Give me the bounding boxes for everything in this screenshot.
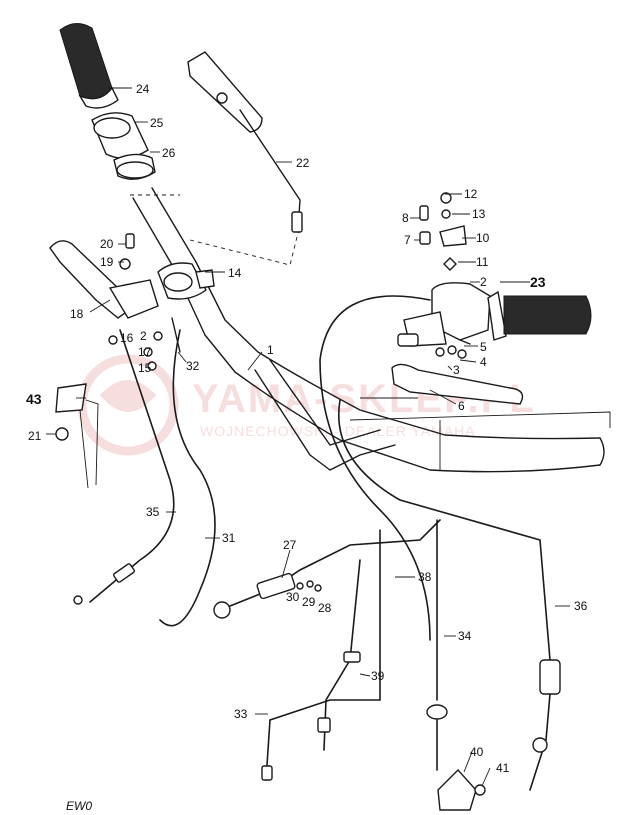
label-3: 3 <box>453 363 460 377</box>
label-27: 27 <box>283 538 297 552</box>
label-14: 14 <box>228 266 242 280</box>
label-36: 36 <box>574 599 588 613</box>
left-bolts <box>108 233 181 371</box>
label-2: 2 <box>480 275 487 289</box>
watermark-logo-icon <box>77 354 179 456</box>
label-32: 32 <box>186 359 200 373</box>
label-13: 13 <box>472 207 486 221</box>
label-7: 7 <box>404 233 411 247</box>
label-15: 15 <box>138 361 152 375</box>
label-18: 18 <box>70 307 84 321</box>
leader-lines <box>46 87 570 787</box>
right-grip <box>487 290 592 341</box>
label-38: 38 <box>418 570 432 584</box>
label-23: 23 <box>530 274 546 290</box>
grip-collar <box>113 153 156 180</box>
label-20: 20 <box>100 237 114 251</box>
label-2-left: 2 <box>140 329 147 343</box>
left-switch <box>55 383 99 489</box>
throttle-sleeve <box>91 112 149 159</box>
watermark-sub-text: WOJNECHOWSKI - DEALER YAMAHA <box>200 423 476 439</box>
handlebar <box>130 187 611 473</box>
label-4: 4 <box>480 355 487 369</box>
label-16: 16 <box>120 331 134 345</box>
cables <box>73 295 561 791</box>
left-grip <box>59 23 119 109</box>
label-41: 41 <box>496 761 510 775</box>
label-10: 10 <box>476 231 490 245</box>
label-11: 11 <box>476 255 489 269</box>
label-39: 39 <box>371 669 385 683</box>
bracket <box>437 768 486 811</box>
clamp <box>157 262 215 300</box>
label-24: 24 <box>136 82 150 96</box>
label-29: 29 <box>302 595 316 609</box>
right-lever <box>360 363 524 405</box>
label-43: 43 <box>26 391 42 407</box>
label-21: 21 <box>28 429 42 443</box>
corner-mark: EW0 <box>66 799 92 813</box>
label-6: 6 <box>458 399 465 413</box>
mirror <box>187 51 303 233</box>
right-lever-holder <box>397 282 491 347</box>
label-8: 8 <box>402 211 409 225</box>
label-33: 33 <box>234 707 248 721</box>
label-25: 25 <box>150 116 164 130</box>
label-35: 35 <box>146 505 160 519</box>
label-12: 12 <box>464 187 478 201</box>
label-5: 5 <box>480 340 487 354</box>
label-19: 19 <box>100 255 114 269</box>
label-31: 31 <box>222 531 236 545</box>
part-labels: 1 2 3 4 5 6 7 8 10 11 12 13 14 15 16 17 … <box>26 82 588 813</box>
label-40: 40 <box>470 745 484 759</box>
right-bolts <box>419 192 471 359</box>
label-30: 30 <box>286 590 300 604</box>
label-26: 26 <box>162 146 176 160</box>
label-17: 17 <box>138 345 152 359</box>
label-1: 1 <box>267 343 274 357</box>
label-22: 22 <box>296 156 310 170</box>
left-lever <box>49 240 159 319</box>
label-28: 28 <box>318 601 332 615</box>
label-34: 34 <box>458 629 472 643</box>
